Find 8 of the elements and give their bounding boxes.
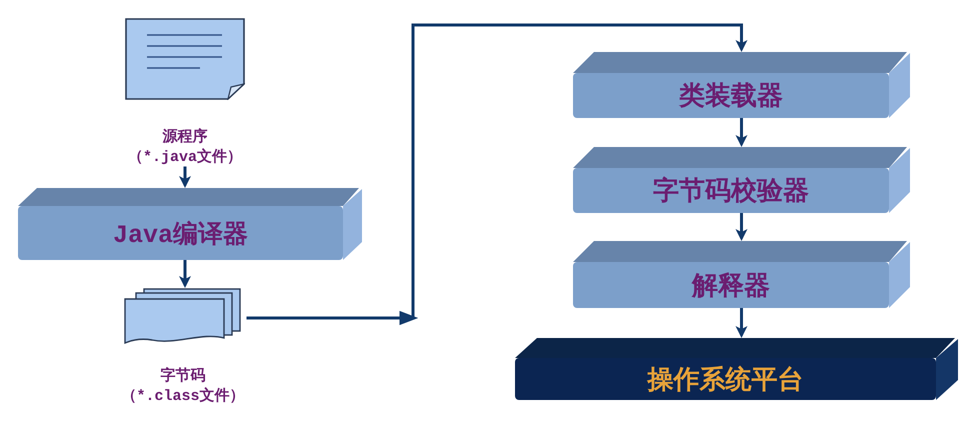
arrow	[736, 116, 748, 147]
arrow	[179, 258, 191, 288]
arrow	[736, 306, 748, 338]
file-caption: 字节码（*.class文件）	[120, 367, 246, 407]
file-caption: 源程序（*.java文件）	[126, 128, 243, 168]
arrow	[179, 166, 191, 188]
arrow	[736, 212, 748, 241]
arrow	[246, 24, 748, 324]
